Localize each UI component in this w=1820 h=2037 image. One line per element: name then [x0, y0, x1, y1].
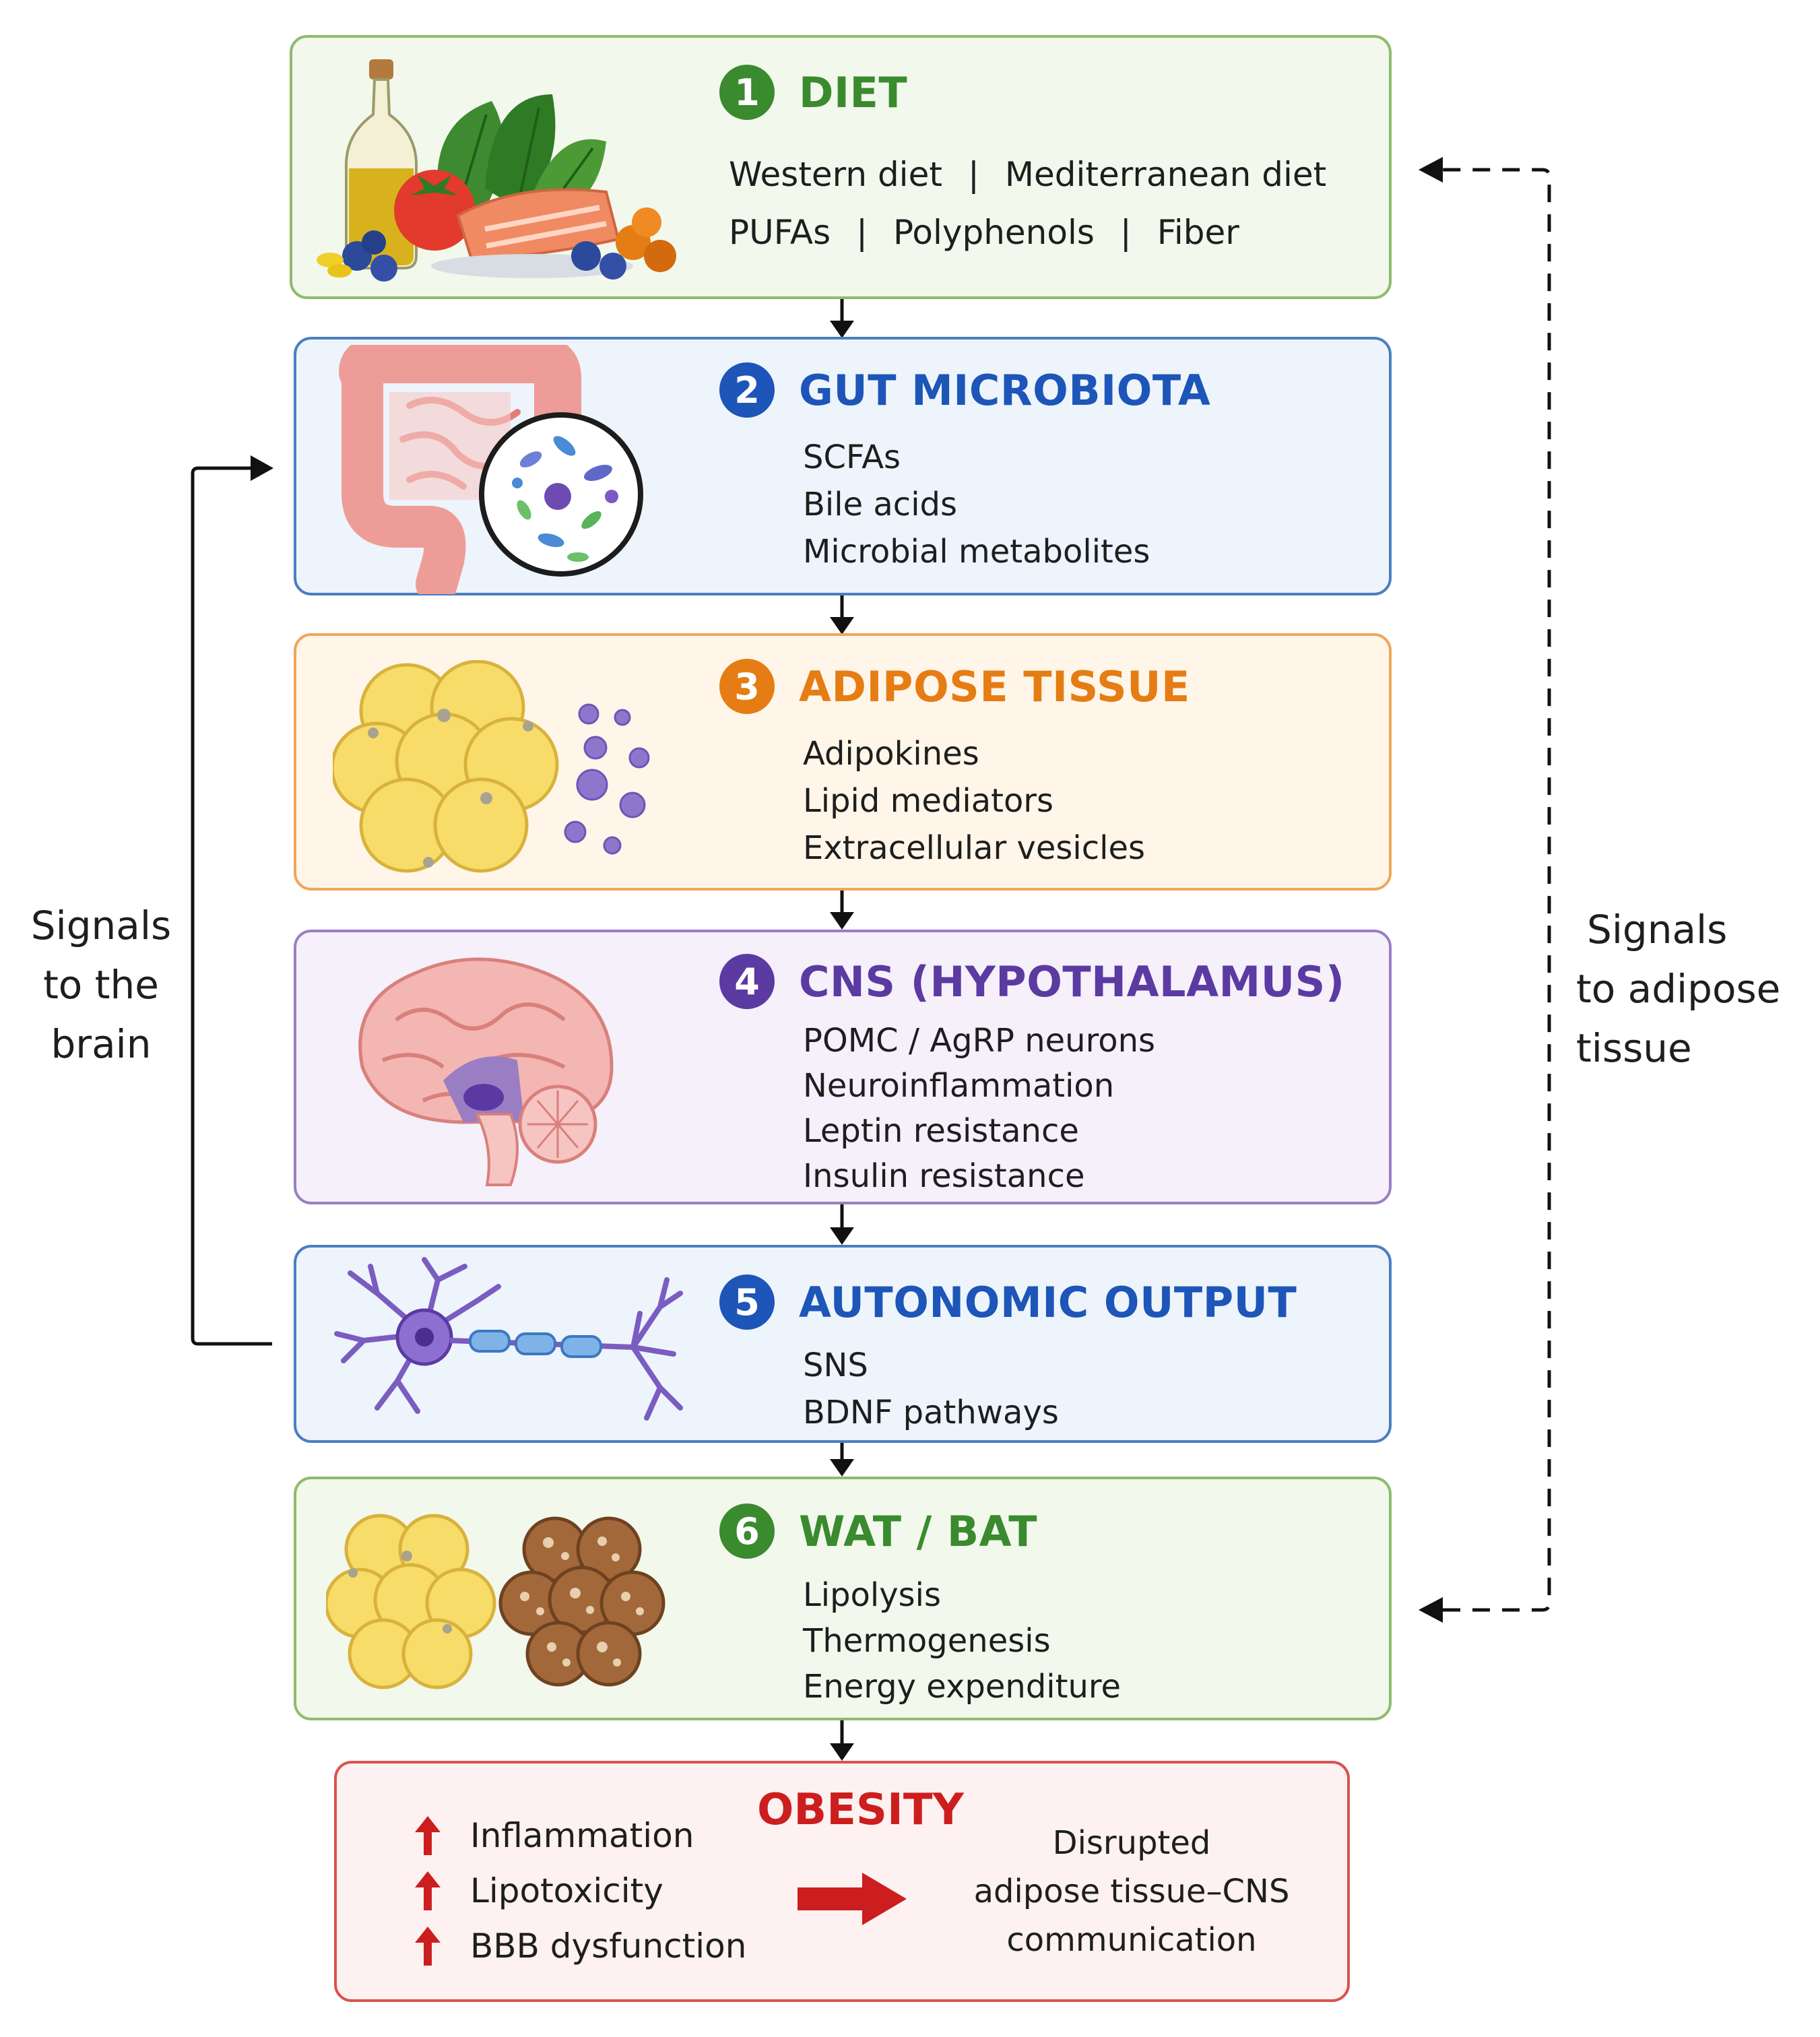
list-item: Microbial metabolites [803, 533, 1150, 571]
autonomic-output-header: 5 AUTONOMIC OUTPUT [719, 1274, 1297, 1330]
step-number-badge: 6 [719, 1504, 775, 1559]
obesity-result: Disrupted adipose tissue–CNS communicati… [943, 1819, 1320, 1964]
obesity-box [334, 1761, 1350, 2002]
step-title: CNS (HYPOTHALAMUS) [799, 957, 1345, 1006]
arrow-up-icon [415, 1927, 441, 1966]
neuron-illustration [334, 1257, 683, 1421]
list-item: Thermogenesis [803, 1622, 1051, 1660]
list-item: SCFAs [803, 439, 901, 476]
wat-bat-list: Lipolysis Thermogenesis Energy expenditu… [803, 1572, 1121, 1710]
step-title: ADIPOSE TISSUE [799, 661, 1190, 711]
right-side-label: Signals to adipose tissue [1576, 900, 1805, 1078]
gut-microbiota-header: 2 GUT MICROBIOTA [719, 362, 1210, 418]
diet-item: Western diet [729, 155, 942, 194]
cns-header: 4 CNS (HYPOTHALAMUS) [719, 954, 1345, 1009]
cns-list: POMC / AgRP neurons Neuroinflammation Le… [803, 1019, 1155, 1199]
list-item: Insulin resistance [803, 1157, 1085, 1195]
separator: | [967, 155, 979, 194]
list-item: Adipokines [803, 735, 979, 773]
step-number-badge: 5 [719, 1274, 775, 1330]
increased-item: Inflammation [404, 1812, 694, 1859]
increased-item: Lipotoxicity [404, 1867, 663, 1914]
left-side-label: Signals to the brain [13, 896, 189, 1074]
list-item: Leptin resistance [803, 1112, 1079, 1150]
left-label-line: Signals [30, 903, 172, 948]
step-number-badge: 1 [719, 65, 775, 120]
gut-microbiota-list: SCFAs Bile acids Microbial metabolites [803, 434, 1150, 575]
diet-item: Polyphenols [893, 213, 1095, 252]
arrow-up-icon [415, 1871, 441, 1910]
diet-header: 1 DIET [719, 65, 907, 120]
list-item: Neuroinflammation [803, 1067, 1115, 1105]
step-number-badge: 2 [719, 362, 775, 418]
adipocyte-cluster-illustration [333, 660, 650, 873]
list-item: Bile acids [803, 486, 958, 523]
step-number-badge: 3 [719, 659, 775, 714]
brain-feedback-arrow [191, 455, 273, 1346]
arrow-right-icon [798, 1873, 907, 1925]
autonomic-output-list: SNS BDNF pathways [803, 1342, 1059, 1436]
step-title: WAT / BAT [799, 1506, 1038, 1556]
left-label-line: to the [43, 962, 159, 1008]
food-illustration [317, 59, 676, 282]
list-item: Energy expenditure [803, 1668, 1122, 1706]
step-title: DIET [799, 67, 908, 117]
diet-row: PUFAs | Polyphenols | Fiber [729, 213, 1239, 252]
list-item: Lipolysis [803, 1576, 942, 1614]
arrow-up-icon [415, 1816, 441, 1855]
right-label-line: tissue [1576, 1025, 1692, 1071]
flow-arrows [830, 299, 854, 1761]
diet-item: Fiber [1157, 213, 1239, 252]
result-line: adipose tissue–CNS [973, 1873, 1290, 1910]
obesity-title: OBESITY [757, 1785, 964, 1835]
list-item: Lipid mediators [803, 782, 1054, 820]
increased-label: Lipotoxicity [470, 1871, 663, 1910]
list-item: BDNF pathways [803, 1394, 1059, 1431]
diet-row: Western diet | Mediterranean diet [729, 155, 1326, 194]
adipose-tissue-list: Adipokines Lipid mediators Extracellular… [803, 730, 1145, 872]
result-line: communication [1006, 1921, 1257, 1959]
adipose-feedback-arrow [1419, 157, 1551, 1623]
right-label-line: to adipose [1576, 966, 1781, 1012]
intestine-illustration [339, 345, 643, 594]
list-item: Extracellular vesicles [803, 829, 1146, 867]
increased-label: Inflammation [470, 1816, 694, 1855]
adipose-tissue-header: 3 ADIPOSE TISSUE [719, 659, 1190, 714]
diet-item: PUFAs [729, 213, 831, 252]
separator: | [1119, 213, 1132, 252]
step-title: GUT MICROBIOTA [799, 365, 1211, 415]
diet-item: Mediterranean diet [1004, 155, 1327, 194]
step-number-badge: 4 [719, 954, 775, 1009]
white-brown-fat-illustration [326, 1514, 665, 1689]
increased-label: BBB dysfunction [470, 1927, 747, 1966]
right-label-line: Signals [1587, 907, 1728, 952]
result-line: Disrupted [1052, 1824, 1211, 1862]
separator: | [856, 213, 868, 252]
brain-illustration [358, 957, 614, 1186]
left-label-line: brain [51, 1021, 152, 1067]
step-title: AUTONOMIC OUTPUT [799, 1277, 1297, 1327]
increased-item: BBB dysfunction [404, 1922, 746, 1970]
list-item: POMC / AgRP neurons [803, 1022, 1156, 1060]
wat-bat-header: 6 WAT / BAT [719, 1504, 1037, 1559]
list-item: SNS [803, 1347, 868, 1384]
